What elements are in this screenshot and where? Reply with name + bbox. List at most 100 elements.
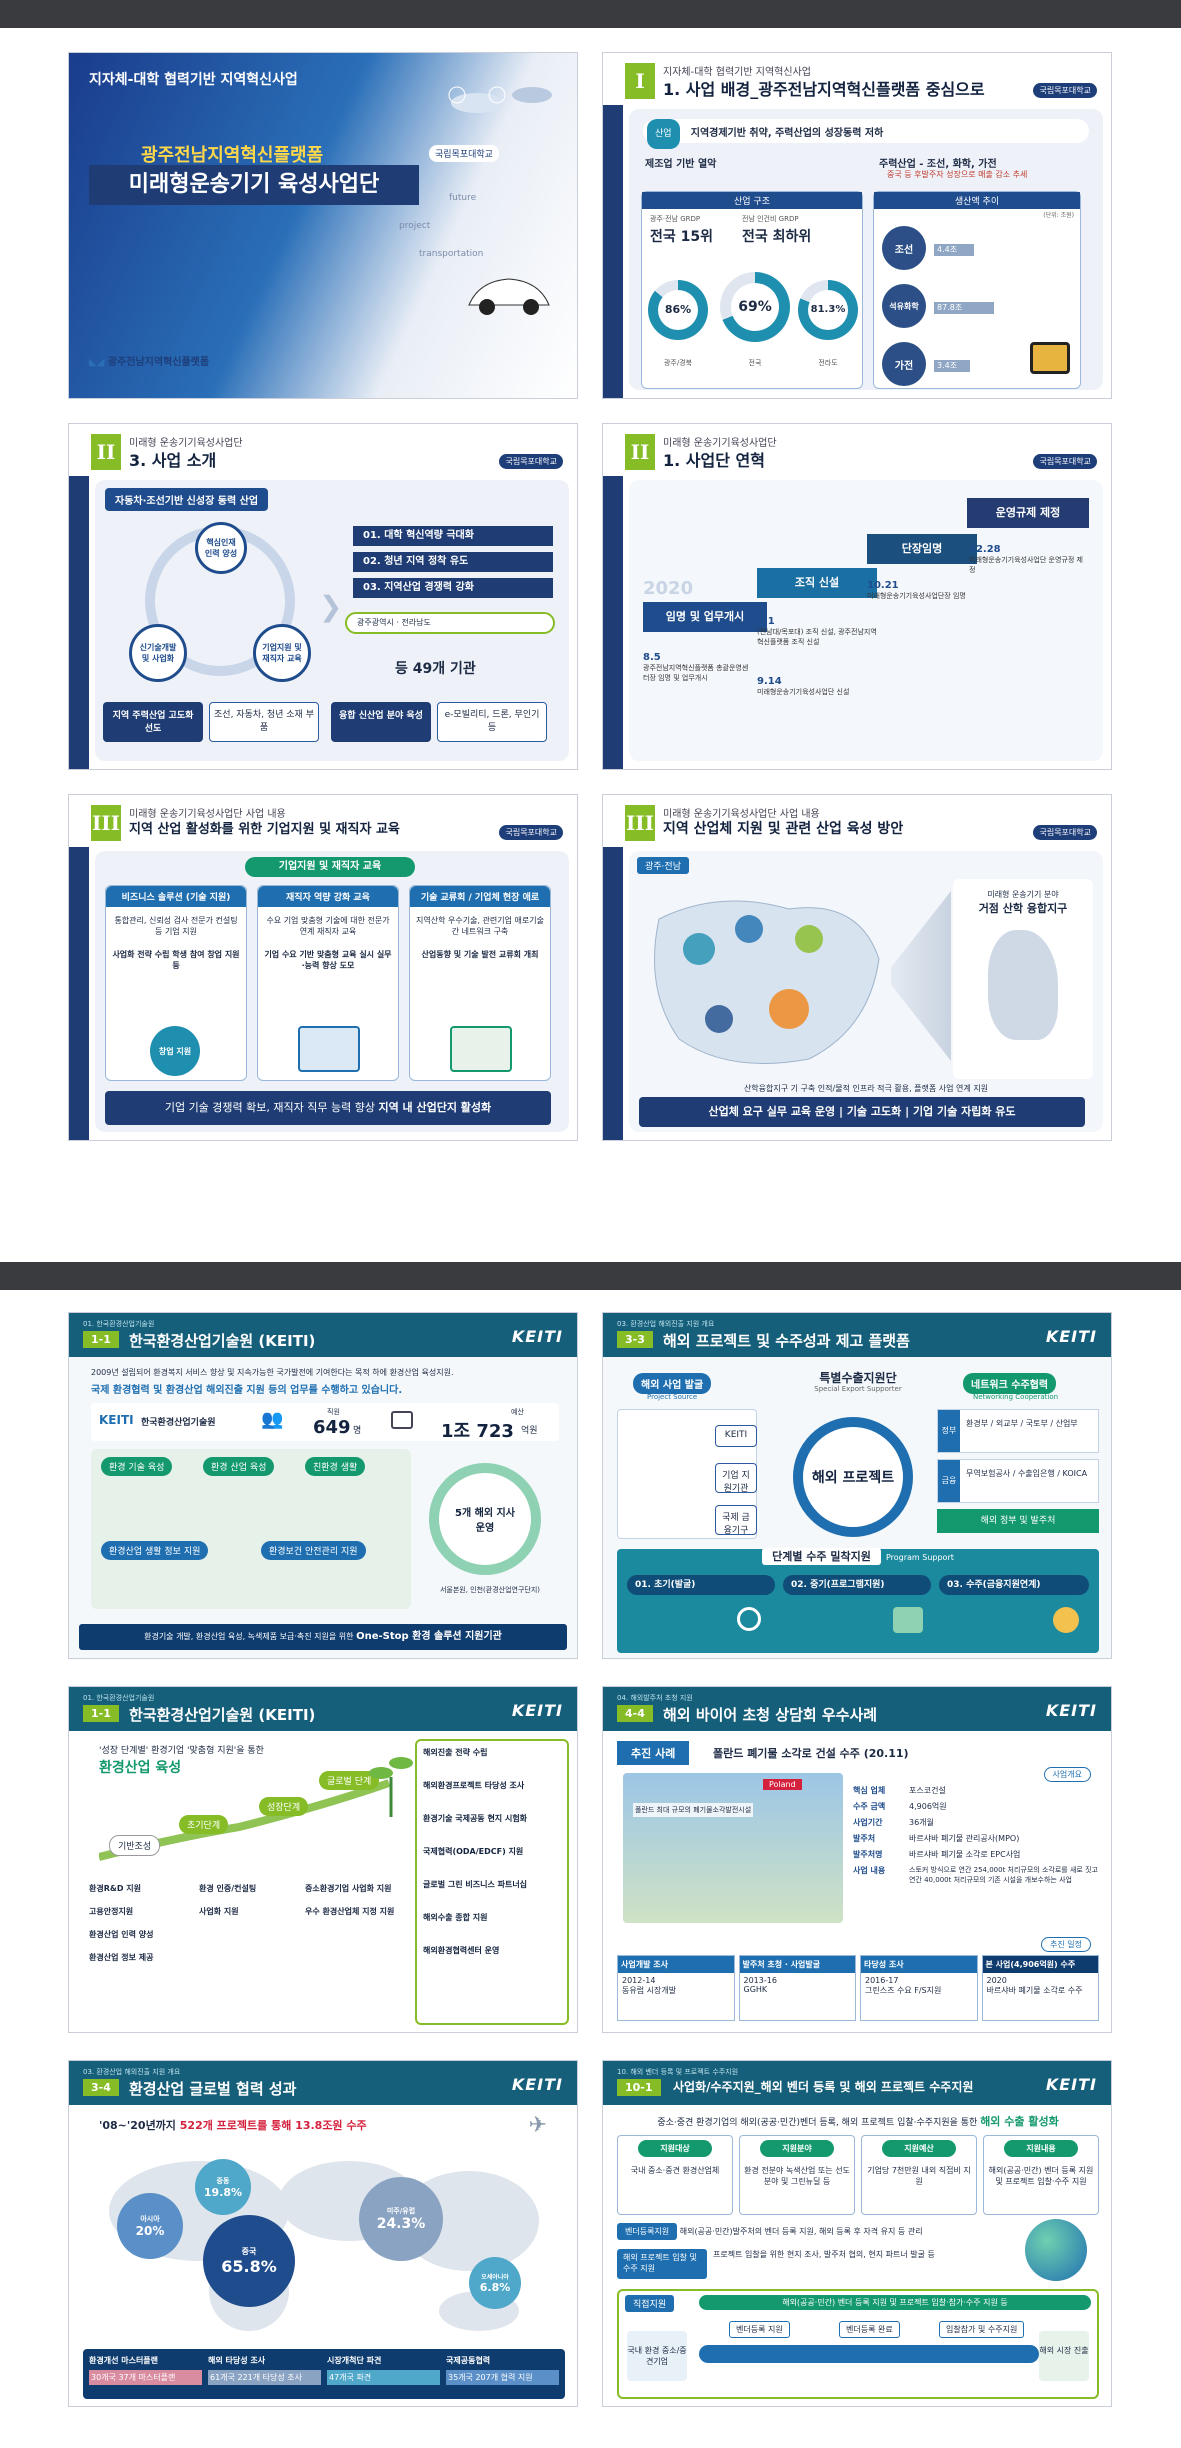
support-item: 사업화 지원 (199, 1907, 239, 1916)
slide-regional-support[interactable]: III 미래형 운송기기육성사업단 사업 내용 지역 산업체 지원 및 관련 산… (602, 794, 1112, 1141)
partner-count: 등 49개 기관 (395, 661, 476, 677)
headline-text: 지역경제기반 취약, 주력산업의 성장동력 저하 (690, 128, 884, 139)
country-tag: Poland (763, 1779, 802, 1790)
center-pill: 기업지원 및 재직자 교육 (245, 857, 415, 877)
grdp-label: 광주·전남 GRDP (650, 215, 701, 223)
content-panel: 광주·전남 미래형 운송기기 분야 거점 산학 융합지구 산학융합지구 기 구축… (629, 851, 1103, 1132)
detail-value: 4,906억원 (909, 1802, 947, 1811)
hub-label: 해외 프로젝트 (811, 1470, 895, 1486)
budget-label: 예산 (511, 1408, 524, 1416)
donut-1-caption: 광주/경북 (663, 359, 693, 367)
col-head: 재직자 역량 강화 교육 (258, 886, 398, 907)
step-title: 본 사업(4,906억원) 수주 (982, 1956, 1098, 1973)
row-value: 무역보험공사 / 수출입은행 / KOICA (966, 1469, 1088, 1478)
row-key: 금융 (938, 1460, 960, 1502)
slide-header: II 미래형 운송기기육성사업단 1. 사업단 연혁 국립목포대학교 (603, 424, 1111, 476)
phase-2: 02. 중기(프로그램지원) (783, 1575, 931, 1595)
legend-value: 61개국 221개 타당성 조사 (208, 2370, 321, 2385)
step-3: 단장임명 (867, 534, 977, 564)
stage-2: 초기단계 (179, 1815, 229, 1834)
year-label: 2020 (643, 578, 694, 599)
content-panel: 기업지원 및 재직자 교육 비즈니스 솔루션 (기술 지원) 통합관리, 신뢰성… (95, 851, 569, 1132)
node-label: 기업지원 및 재직자 교육 (262, 643, 302, 663)
bubble-value: 65.8% (221, 2257, 277, 2276)
overview-label: 사업개요 (1043, 1767, 1091, 1782)
donut-3-caption: 전라도 (818, 359, 838, 367)
lead-line: 중소·중견 환경기업의 해외(공공·민간)벤더 등록, 해외 프로젝트 입찰·수… (617, 2113, 1099, 2129)
right-row-2: 금융 무역보험공사 / 수출입은행 / KOICA (937, 1459, 1099, 1503)
ring-caption: 서울본원, 인천(환경산업연구단지) (439, 1586, 541, 1594)
box-title: 생산액 추이 (874, 192, 1080, 209)
step-year: 2016-17 (865, 1976, 899, 1985)
slide-header: III 미래형 운송기기육성사업단 사업 내용 지역 산업 활성화를 위한 기업… (69, 795, 577, 847)
col-head: 기술 교류회 / 기업체 현장 애로 (410, 886, 550, 907)
global-item: 환경기술 국제공동 현지 시험화 (423, 1814, 528, 1823)
step-text: 그린스즈 수요 F/S지원 (865, 1986, 942, 1995)
card-body: 해외(공공·민간) 벤더 등록 지원 및 프로젝트 입찰·수주 지원 (988, 2166, 1094, 2186)
slide-keiti-overview[interactable]: 01. 한국환경산업기술원 1-1 한국환경산업기술원 (KEITI) KEIT… (68, 1312, 578, 1659)
grdp-value: 전국 15위 (650, 229, 713, 245)
step-text: GGHK (743, 1985, 768, 1994)
right-heading: 주력산업 - 조선, 화학, 가전 (879, 159, 997, 170)
slide-history[interactable]: II 미래형 운송기기육성사업단 1. 사업단 연혁 국립목포대학교 2020 … (602, 423, 1112, 770)
col-text-b: 산업동향 및 기술 발전 교류회 개최 (421, 950, 539, 959)
header-subtitle: 미래형 운송기기육성사업단 (129, 438, 243, 449)
keiti-logo: KEITI (1045, 1701, 1097, 1720)
header-title: 환경산업 글로벌 협력 성과 (129, 2080, 297, 2098)
section-roman-numeral: II (91, 434, 121, 470)
col-badge: 창업 지원 (150, 1026, 200, 1076)
slide-vendor-support[interactable]: 10. 해외 벤더 등록 및 프로젝트 수주지원 10-1 사업화/수주지원_해… (602, 2060, 1112, 2407)
detail-key: 사업기간 (853, 1818, 883, 1827)
bid-label: 해외 프로젝트 입찰 및 수주 지원 (617, 2249, 707, 2279)
right-row-1: 정부 환경부 / 외교부 / 국토부 / 산업부 (937, 1409, 1099, 1453)
tag-keiti: KEITI (715, 1425, 757, 1447)
section-label: 01. 한국환경산업기술원 (83, 1320, 155, 1328)
banner-item-2: 기술 고도화 (846, 1105, 902, 1118)
cycle-hub: 핵심인재 인력 양성 (195, 522, 247, 574)
bubble-name: 미주/유럽 (386, 2207, 416, 2215)
slide-global-results[interactable]: 03. 환경산업 해외진출 지원 개요 3-4 환경산업 글로벌 협력 성과 K… (68, 2060, 578, 2407)
partner-2: 전라남도 (401, 618, 431, 627)
slide-business-intro[interactable]: II 미래형 운송기기육성사업단 3. 사업 소개 국립목포대학교 자동차·조선… (68, 423, 578, 770)
card-head: 지원분야 (760, 2140, 834, 2157)
header-subtitle: 미래형 운송기기육성사업단 (663, 438, 777, 449)
support-item: 중소환경기업 사업화 지원 (305, 1884, 392, 1893)
keiti-logo: KEITI (1045, 2075, 1097, 2094)
event-date: 9.14 (757, 676, 782, 687)
cover-subtitle: 광주전남지역혁신플랫폼 (141, 145, 324, 166)
slide-business-background[interactable]: I 지자체-대학 협력기반 지역혁신사업 1. 사업 배경_광주전남지역혁신플랫… (602, 52, 1112, 399)
slide-company-support[interactable]: III 미래형 운송기기육성사업단 사업 내용 지역 산업 활성화를 위한 기업… (68, 794, 578, 1141)
intro-text: 2009년 설립되어 환경복지 서비스 향상 및 지속가능한 국가발전에 기여한… (91, 1368, 454, 1377)
bottom-note: 산학융합지구 기 구축 인적/물적 인프라 적극 활용, 플랫폼 사업 연계 지… (743, 1084, 989, 1093)
university-badge: 국립목포대학교 (1033, 454, 1097, 469)
col-text-b: 사업화 전략 수립 학생 참여 창업 지원 등 (112, 950, 240, 970)
bubble-value: 20% (135, 2224, 165, 2238)
bottom-head-2: 융합 신산업 분야 육성 (331, 702, 431, 742)
slide-export-platform[interactable]: 03. 환경산업 해외진출 지원 개요 3-3 해외 프로젝트 및 수주성과 제… (602, 1312, 1112, 1659)
detail-value: 36개월 (909, 1818, 934, 1827)
col-text-b: 기업 수요 기반 맞춤형 교육 실시 실무·능력 향상 도모 (264, 950, 392, 970)
slide-buyer-case[interactable]: 04. 해외발주처 초청 지원 4-4 해외 바이어 초청 상담회 우수사례 K… (602, 1686, 1112, 2033)
event-text: (전남대/목포대) 조직 신설, 광주전남지역혁신플랫폼 조직 신설 (757, 628, 877, 646)
unit-label: (단위: 조원) (1043, 212, 1074, 219)
section-label: 04. 해외발주처 초청 지원 (617, 1694, 693, 1702)
slide-keiti-growth-support[interactable]: 01. 한국환경산업기술원 1-1 한국환경산업기술원 (KEITI) KEIT… (68, 1686, 578, 2033)
section-number: 3-3 (617, 1331, 653, 1348)
header-title: 3. 사업 소개 (129, 451, 217, 470)
flow-step-1: 벤더등록 지원 (729, 2321, 790, 2338)
phase-3: 03. 수주(금융지원연계) (939, 1575, 1089, 1595)
step-text: 바르샤바 폐기물 소각로 수주 (986, 1986, 1083, 1995)
slide-header: 01. 한국환경산업기술원 1-1 한국환경산업기술원 (KEITI) KEIT… (69, 1313, 577, 1357)
tv-icon (1030, 342, 1070, 374)
slide-cover[interactable]: 지자체-대학 협력기반 지역혁신사업 광주전남지역혁신플랫폼 국립목포대학교 미… (68, 52, 578, 399)
support-item: 환경 인증/컨설팅 (199, 1884, 257, 1893)
